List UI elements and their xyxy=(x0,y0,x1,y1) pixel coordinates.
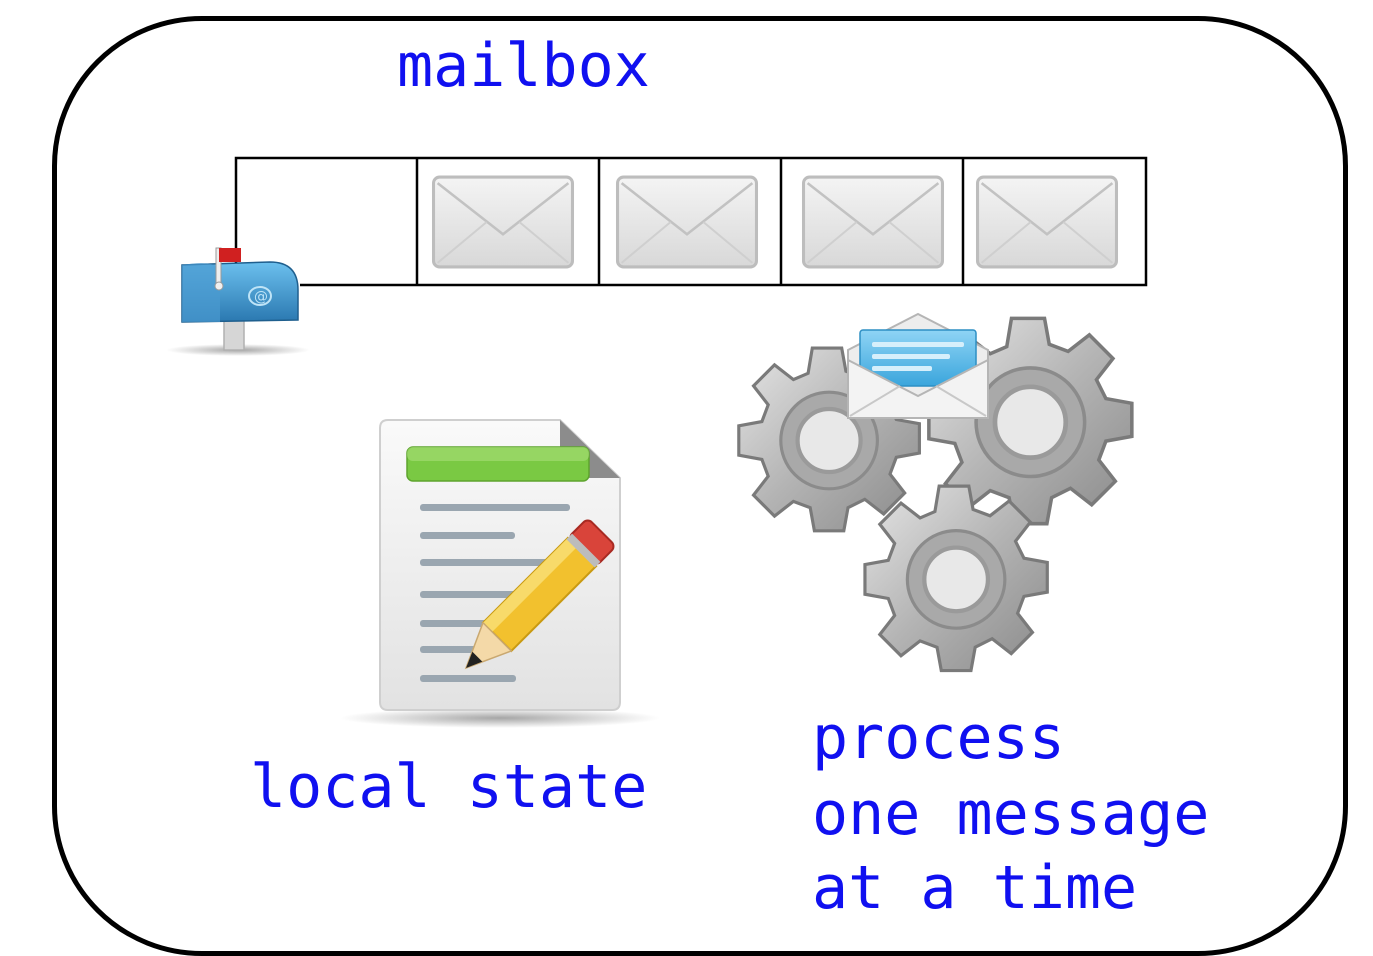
process-label-line-1: process xyxy=(812,703,1065,773)
local-state-label: local state xyxy=(250,752,648,822)
svg-text:@: @ xyxy=(254,289,268,305)
process-label-line-2: one message xyxy=(812,779,1210,849)
mailbox-icon: @ xyxy=(166,247,310,356)
envelope-icon xyxy=(431,175,575,269)
document-edit-icon xyxy=(340,419,660,728)
diagram-canvas: @ xyxy=(166,156,1148,728)
envelope-icon xyxy=(801,175,945,269)
mailbox-title: mailbox xyxy=(397,31,650,101)
process-label-line-3: at a time xyxy=(812,853,1138,923)
envelope-icon xyxy=(975,175,1119,269)
message-queue xyxy=(234,156,1148,287)
open-envelope-icon xyxy=(847,312,989,419)
envelope-icon xyxy=(615,175,759,269)
